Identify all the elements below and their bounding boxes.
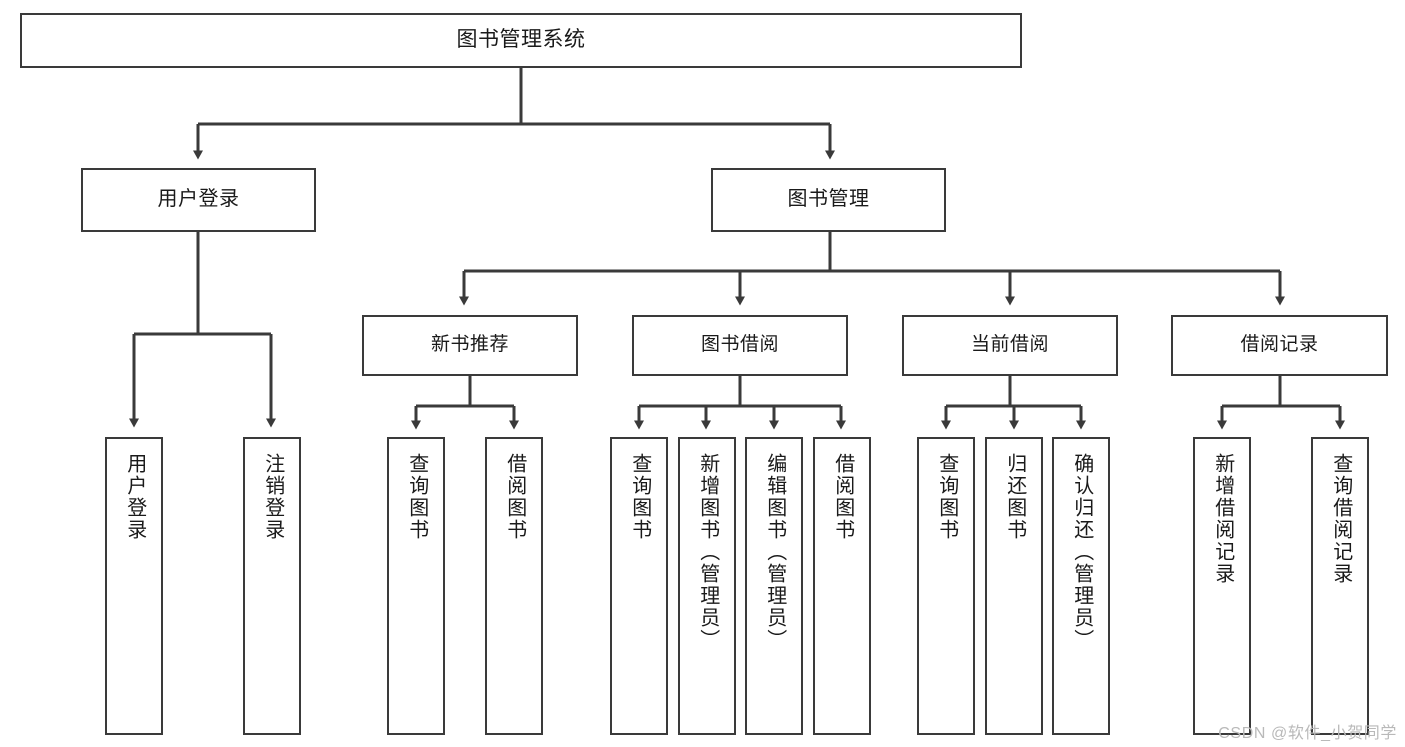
node-leaf-user-login[interactable]: 用户登录 [105,437,163,735]
node-label: 查询图书 [935,453,958,541]
node-label: 确认归还（管理员） [1070,453,1093,651]
node-leaf-return-book[interactable]: 归还图书 [985,437,1043,735]
node-leaf-query-book-new[interactable]: 查询图书 [387,437,445,735]
node-book-management[interactable]: 图书管理 [711,168,946,232]
node-label: 借阅图书 [831,453,854,541]
node-leaf-edit-book-admin[interactable]: 编辑图书（管理员） [745,437,803,735]
node-leaf-confirm-return-admin[interactable]: 确认归还（管理员） [1052,437,1110,735]
node-label: 查询借阅记录 [1329,453,1352,585]
node-book-management-system[interactable]: 图书管理系统 [20,13,1022,68]
node-leaf-query-book-current[interactable]: 查询图书 [917,437,975,735]
node-leaf-borrow-book-new[interactable]: 借阅图书 [485,437,543,735]
node-label: 新增借阅记录 [1211,453,1234,585]
node-label: 注销登录 [261,453,284,541]
node-user-login[interactable]: 用户登录 [81,168,316,232]
node-borrowing-records[interactable]: 借阅记录 [1171,315,1388,376]
node-book-borrowing[interactable]: 图书借阅 [632,315,848,376]
node-label: 归还图书 [1003,453,1026,541]
node-label: 图书管理 [787,188,870,211]
node-label: 编辑图书（管理员） [763,453,786,651]
node-label: 查询图书 [405,453,428,541]
node-new-book-recommendation[interactable]: 新书推荐 [362,315,578,376]
node-label: 借阅图书 [503,453,526,541]
node-label: 图书借阅 [700,334,779,356]
node-label: 用户登录 [123,453,146,541]
node-leaf-query-borrow-record[interactable]: 查询借阅记录 [1311,437,1369,735]
node-leaf-query-book[interactable]: 查询图书 [610,437,668,735]
node-label: 借阅记录 [1240,334,1319,356]
node-label: 查询图书 [628,453,651,541]
node-current-borrowing[interactable]: 当前借阅 [902,315,1118,376]
node-label: 新增图书（管理员） [696,453,719,651]
node-label: 当前借阅 [970,334,1049,356]
node-leaf-add-borrow-record[interactable]: 新增借阅记录 [1193,437,1251,735]
node-label: 用户登录 [157,188,240,211]
node-label: 新书推荐 [430,334,509,356]
node-leaf-borrow-book[interactable]: 借阅图书 [813,437,871,735]
node-leaf-logout[interactable]: 注销登录 [243,437,301,735]
node-leaf-add-book-admin[interactable]: 新增图书（管理员） [678,437,736,735]
csdn-watermark: CSDN @软件_小贺同学 [1218,725,1397,742]
node-label: 图书管理系统 [456,28,586,52]
